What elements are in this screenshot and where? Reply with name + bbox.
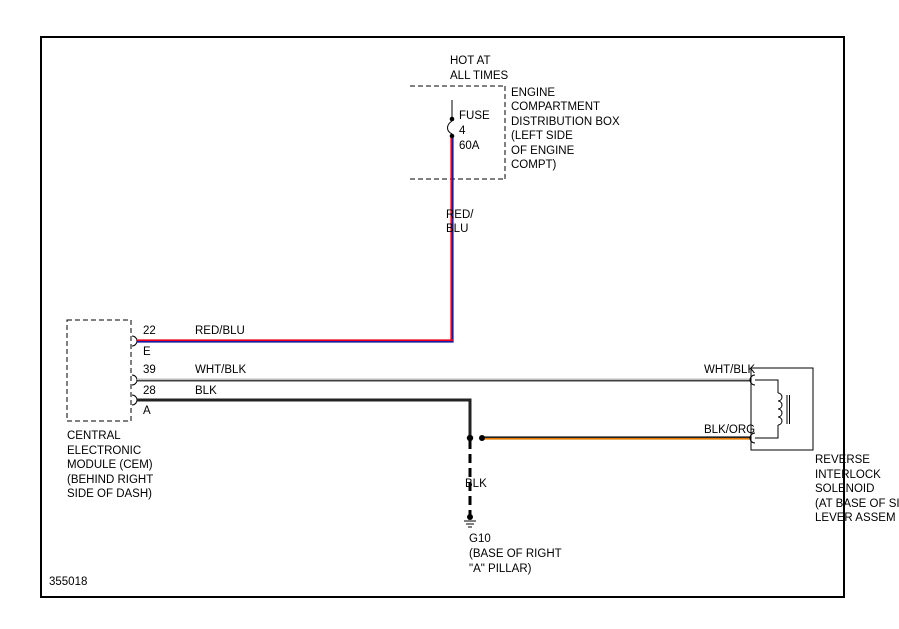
svg-text:BLU: BLU xyxy=(446,223,468,235)
solenoid-box xyxy=(750,367,814,451)
svg-text:SIDE OF DASH): SIDE OF DASH) xyxy=(67,488,152,500)
hot-at-label: HOT AT xyxy=(450,55,490,67)
svg-text:DISTRIBUTION BOX: DISTRIBUTION BOX xyxy=(511,116,620,128)
pin-39-number: 39 xyxy=(143,364,156,376)
svg-text:(LEFT SIDE: (LEFT SIDE xyxy=(511,130,573,142)
svg-text:MODULE (CEM): MODULE (CEM) xyxy=(67,459,153,471)
fuse-label: FUSE 4 60A xyxy=(459,110,490,152)
svg-text:4: 4 xyxy=(459,125,466,137)
svg-text:RED/: RED/ xyxy=(446,209,474,221)
distribution-box xyxy=(410,85,506,180)
svg-text:INTERLOCK: INTERLOCK xyxy=(815,469,881,481)
wire-39-label: WHT/BLK xyxy=(195,364,246,376)
ground-symbol xyxy=(464,514,476,528)
wire-39-wht-blk xyxy=(137,378,750,382)
ground-label: G10 (BASE OF RIGHT "A" PILLAR) xyxy=(469,533,562,575)
pin-28-number: 28 xyxy=(143,385,156,397)
svg-text:CENTRAL: CENTRAL xyxy=(67,430,121,442)
wire-28-label: BLK xyxy=(195,385,217,397)
svg-text:LEVER ASSEM: LEVER ASSEM xyxy=(815,512,896,524)
all-times-label: ALL TIMES xyxy=(450,70,508,82)
cem-box xyxy=(66,319,132,422)
ground-wire-label: BLK xyxy=(465,478,487,490)
svg-text:SOLENOID: SOLENOID xyxy=(815,483,874,495)
cem-label: CENTRAL ELECTRONIC MODULE (CEM) (BEHIND … xyxy=(67,430,153,500)
svg-text:(BEHIND RIGHT: (BEHIND RIGHT xyxy=(67,474,153,486)
cem-connector-pins xyxy=(131,335,138,406)
diagram-frame xyxy=(40,36,845,598)
wire-22-label: RED/BLU xyxy=(195,325,245,337)
fuse-symbol xyxy=(447,100,455,139)
svg-text:G10: G10 xyxy=(469,533,491,545)
feed-wire-red-blu xyxy=(450,138,454,342)
pin-22-number: 22 xyxy=(143,325,156,337)
svg-text:ELECTRONIC: ELECTRONIC xyxy=(67,445,141,457)
svg-text:ENGINE: ENGINE xyxy=(511,87,555,99)
wire-22-red-blu xyxy=(137,339,454,343)
svg-text:REVERSE: REVERSE xyxy=(815,454,870,466)
solenoid-wire-bottom-label: BLK/ORG xyxy=(704,424,755,436)
svg-text:COMPT): COMPT) xyxy=(511,159,557,171)
solenoid-connector-pins xyxy=(749,374,756,444)
svg-text:(BASE OF RIGHT: (BASE OF RIGHT xyxy=(469,548,562,560)
splice-point-right xyxy=(479,435,485,441)
pin-28-connector: A xyxy=(143,405,151,417)
solenoid-label: REVERSE INTERLOCK SOLENOID (AT BASE OF S… xyxy=(815,454,899,524)
svg-text:(AT BASE OF SI: (AT BASE OF SI xyxy=(815,498,899,510)
svg-text:60A: 60A xyxy=(459,140,480,152)
figure-id: 355018 xyxy=(49,576,87,588)
svg-text:OF ENGINE: OF ENGINE xyxy=(511,145,575,157)
svg-text:COMPARTMENT: COMPARTMENT xyxy=(511,101,600,113)
wire-28-blk xyxy=(137,398,472,519)
solenoid-wire-top-label: WHT/BLK xyxy=(704,364,755,376)
svg-text:"A" PILLAR): "A" PILLAR) xyxy=(469,563,532,575)
distribution-box-label: ENGINE COMPARTMENT DISTRIBUTION BOX (LEF… xyxy=(511,87,620,171)
solenoid-coil-icon xyxy=(755,379,790,439)
svg-text:FUSE: FUSE xyxy=(459,110,490,122)
splice-point xyxy=(466,434,474,442)
pin-22-connector: E xyxy=(143,346,151,358)
feed-wire-label: RED/ BLU xyxy=(446,209,474,235)
wire-blk-org xyxy=(480,436,750,440)
